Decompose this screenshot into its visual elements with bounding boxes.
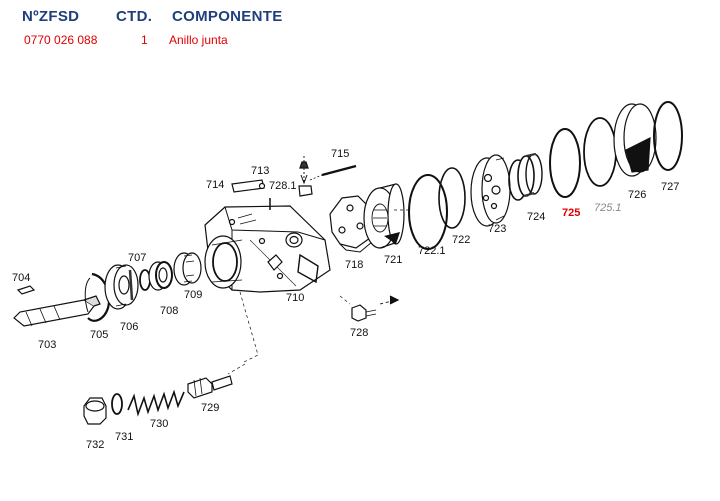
callout-709[interactable]: 709 [184, 289, 202, 301]
callout-704[interactable]: 704 [12, 272, 30, 284]
callout-731[interactable]: 731 [115, 431, 133, 443]
callout-703[interactable]: 703 [38, 339, 56, 351]
callout-722[interactable]: 722 [452, 234, 470, 246]
o-ring-722[interactable] [438, 167, 466, 229]
callout-722-1[interactable]: 722.1 [418, 245, 446, 257]
callout-721[interactable]: 721 [384, 254, 402, 266]
ring-725-1[interactable] [583, 117, 617, 187]
callout-724[interactable]: 724 [527, 211, 545, 223]
header-component: COMPONENTE [172, 8, 283, 25]
key-704[interactable] [16, 285, 36, 295]
callout-715[interactable]: 715 [331, 148, 349, 160]
ring-707[interactable] [139, 269, 151, 291]
callout-725[interactable]: 725 [562, 207, 580, 219]
cam-plate-718[interactable] [329, 195, 373, 253]
valve-729[interactable] [187, 375, 233, 399]
callout-725-1[interactable]: 725.1 [594, 202, 622, 214]
callout-718[interactable]: 718 [345, 259, 363, 271]
bushing-708[interactable] [148, 261, 173, 291]
callout-730[interactable]: 730 [150, 418, 168, 430]
plate-723[interactable] [470, 154, 511, 227]
callout-714[interactable]: 714 [206, 179, 224, 191]
pin-715[interactable] [309, 164, 357, 181]
callout-708[interactable]: 708 [160, 305, 178, 317]
cover-726[interactable] [613, 103, 657, 177]
plug-732[interactable] [83, 397, 107, 425]
ring-727[interactable] [653, 101, 683, 171]
o-ring-722-1[interactable] [408, 174, 448, 250]
callout-713[interactable]: 713 [251, 165, 269, 177]
callout-726[interactable]: 726 [628, 189, 646, 201]
callout-728-1[interactable]: 728.1 [269, 180, 297, 192]
callout-729[interactable]: 729 [201, 402, 219, 414]
pin-713[interactable] [258, 182, 271, 211]
housing-710[interactable] [204, 205, 331, 293]
callout-727[interactable]: 727 [661, 181, 679, 193]
screw-728[interactable] [351, 295, 400, 322]
spring-730[interactable] [127, 389, 185, 417]
cap-728-1[interactable] [298, 156, 313, 197]
callout-723[interactable]: 723 [488, 223, 506, 235]
header-quantity: CTD. [116, 8, 153, 25]
selected-part-number: 0770 026 088 [24, 33, 98, 47]
circlip-705[interactable] [84, 272, 111, 322]
needle-bearing-709[interactable] [173, 252, 202, 286]
callout-705[interactable]: 705 [90, 329, 108, 341]
callout-728[interactable]: 728 [350, 327, 368, 339]
seal-ring-725[interactable] [549, 128, 581, 198]
ring-set-724[interactable] [508, 153, 543, 201]
selected-quantity: 1 [141, 33, 148, 47]
bearing-706[interactable] [104, 264, 139, 310]
rotor-721[interactable] [363, 183, 405, 249]
callout-710[interactable]: 710 [286, 292, 304, 304]
washer-731[interactable] [111, 393, 123, 415]
callout-732[interactable]: 732 [86, 439, 104, 451]
callout-707[interactable]: 707 [128, 252, 146, 264]
selected-component: Anillo junta [169, 33, 228, 47]
header-part-number: NºZFSD [22, 8, 80, 25]
callout-706[interactable]: 706 [120, 321, 138, 333]
shaft-703[interactable] [13, 295, 101, 327]
guide-lines [227, 209, 412, 375]
